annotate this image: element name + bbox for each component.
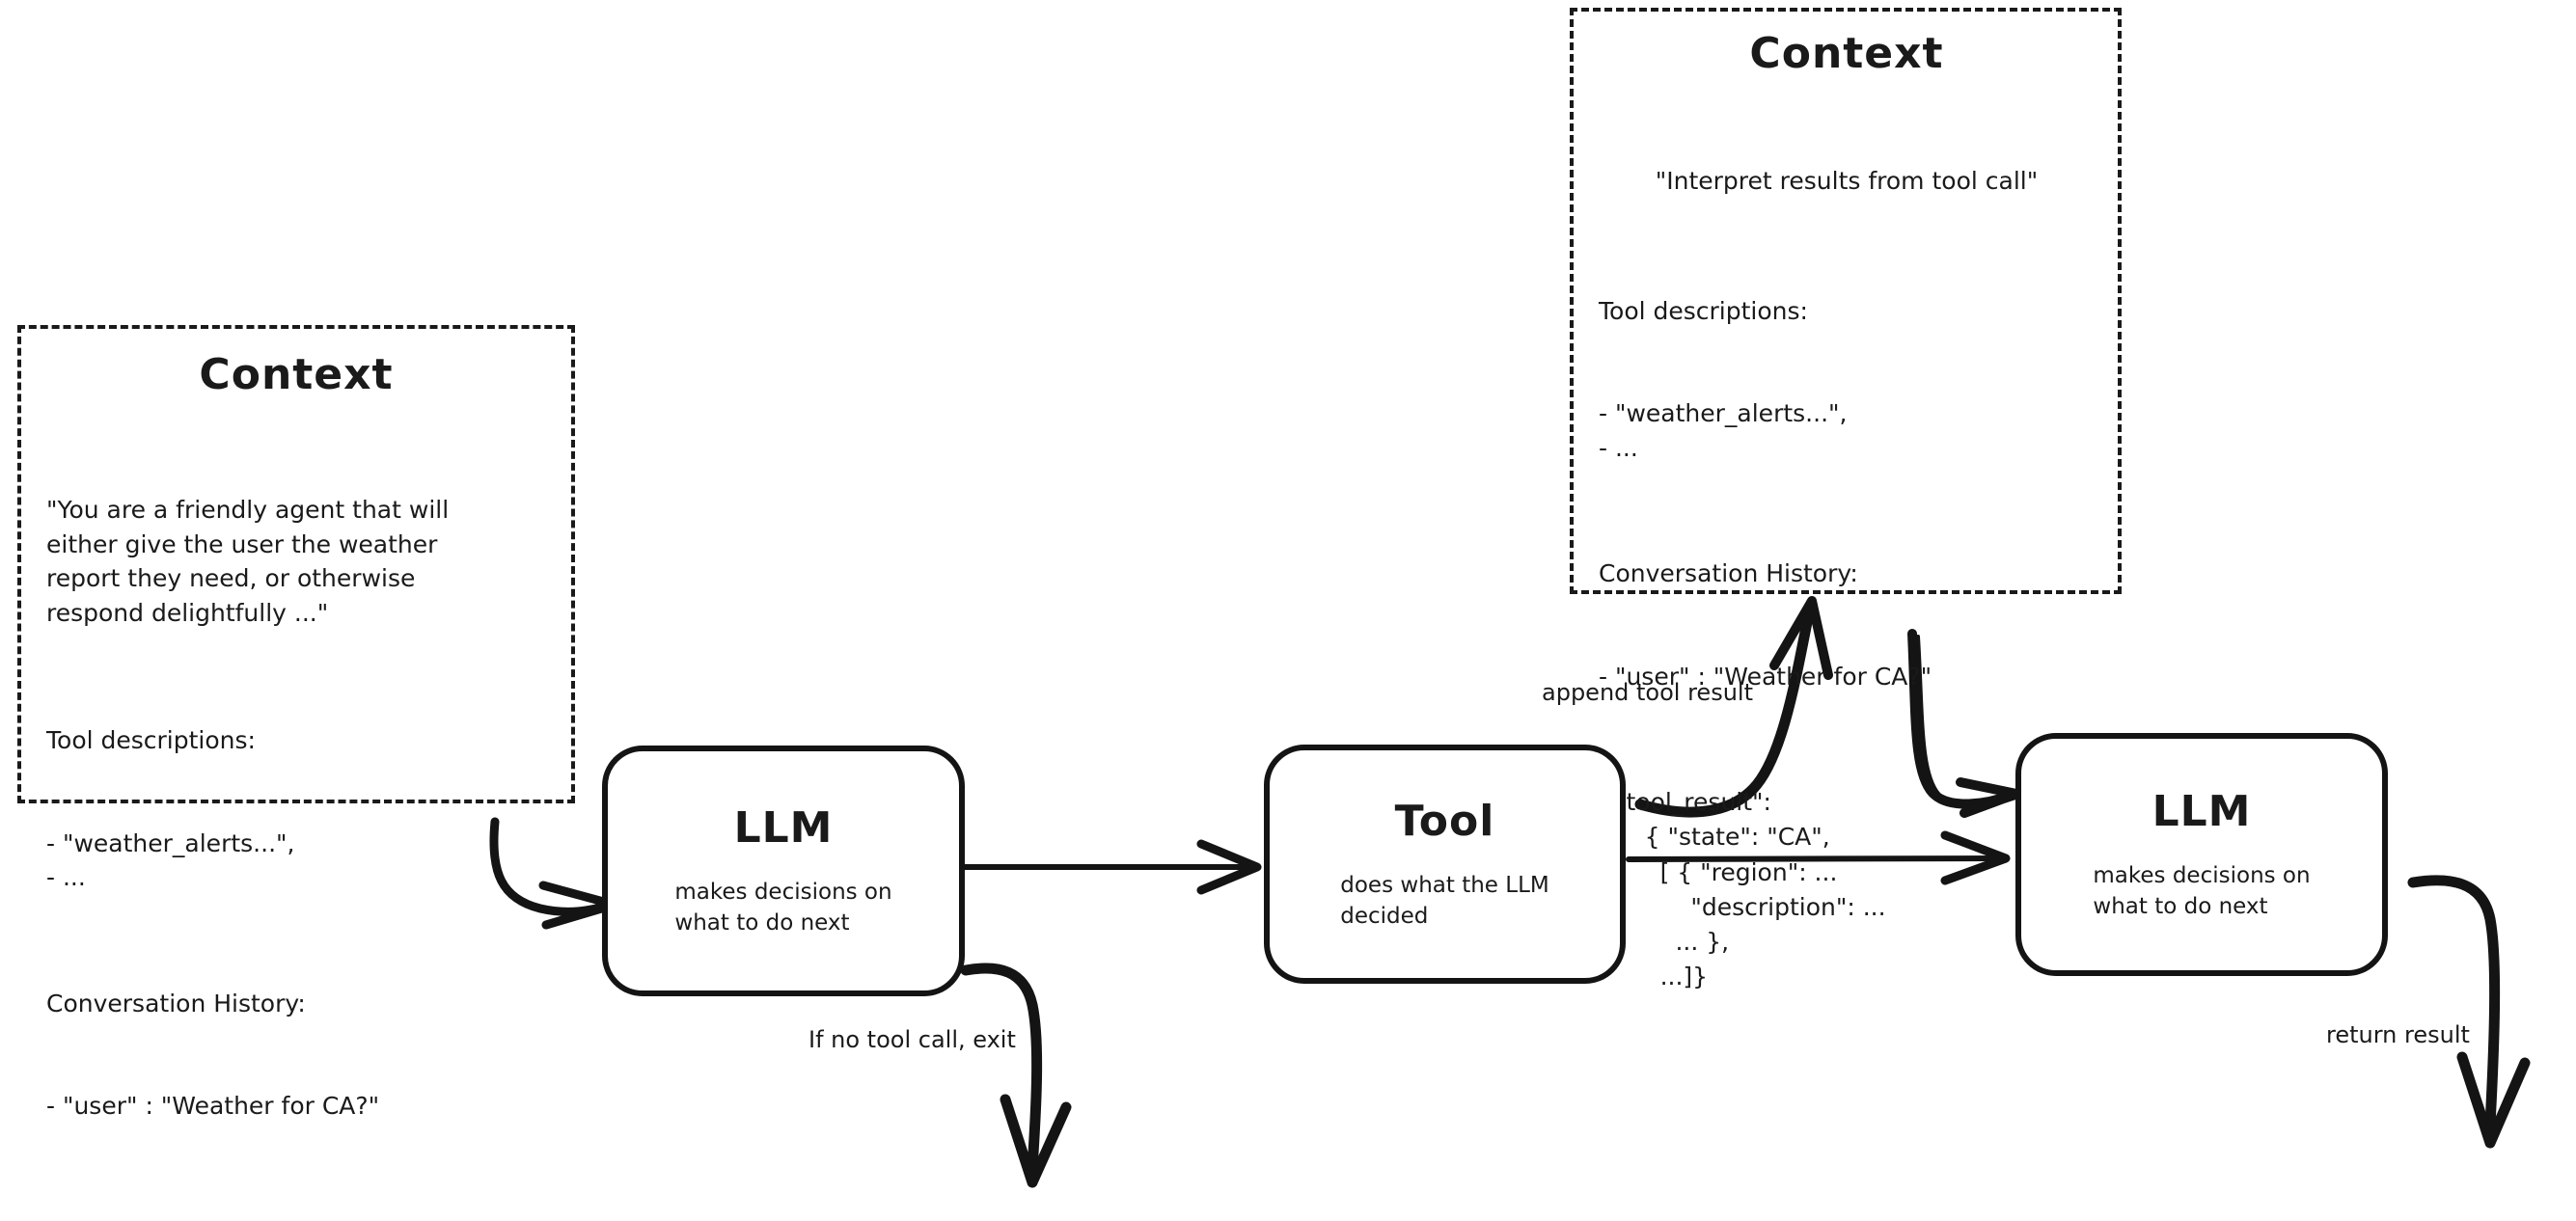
conversation-history-heading: Conversation History: xyxy=(1599,559,1858,587)
arrow-no-tool-call-exit xyxy=(960,963,1072,1188)
node-llm-first-title: LLM xyxy=(733,803,834,854)
arrow-llm1-to-tool xyxy=(960,839,1262,895)
arrow-return-result xyxy=(2407,875,2531,1149)
tool-descriptions-heading: Tool descriptions: xyxy=(1599,296,1808,325)
node-tool[interactable]: Tool does what the LLM decided xyxy=(1264,745,1626,984)
tool-descriptions-list: - "weather_alerts...", - ... xyxy=(46,828,295,892)
node-llm-second[interactable]: LLM makes decisions on what to do next xyxy=(2015,733,2388,976)
edge-label-no-tool-call-exit: If no tool call, exit xyxy=(808,1026,1016,1053)
node-llm-second-title: LLM xyxy=(2151,787,2252,837)
node-llm-first[interactable]: LLM makes decisions on what to do next xyxy=(602,746,965,996)
context-panel-initial-title: Context xyxy=(199,350,394,399)
node-llm-first-subtitle: makes decisions on what to do next xyxy=(674,880,892,936)
node-tool-subtitle: does what the LLM decided xyxy=(1340,873,1549,929)
system-prompt-text: "Interpret results from tool call" xyxy=(1655,167,2039,195)
conversation-history-heading: Conversation History: xyxy=(46,989,306,1018)
edge-label-append-tool-result: append tool result xyxy=(1542,679,1753,706)
context-panel-after-tool-title: Context xyxy=(1749,29,1944,78)
conversation-history-user: - "user" : "Weather for CA?" xyxy=(1599,662,1932,691)
edge-label-return-result: return result xyxy=(2326,1021,2470,1048)
context-panel-initial-body: "You are a friendly agent that will eith… xyxy=(46,424,546,1215)
system-prompt-text: "You are a friendly agent that will eith… xyxy=(46,496,450,627)
node-llm-second-subtitle: makes decisions on what to do next xyxy=(2093,863,2311,919)
context-panel-after-tool: Context "Interpret results from tool cal… xyxy=(1570,8,2122,990)
tool-descriptions-heading: Tool descriptions: xyxy=(46,726,256,754)
node-tool-title: Tool xyxy=(1394,797,1495,847)
tool-descriptions-list: - "weather_alerts...", - ... xyxy=(1599,399,1848,462)
context-panel-initial: Context "You are a friendly agent that w… xyxy=(17,325,575,1120)
conversation-history-list: - "user" : "Weather for CA?" xyxy=(46,1092,380,1120)
